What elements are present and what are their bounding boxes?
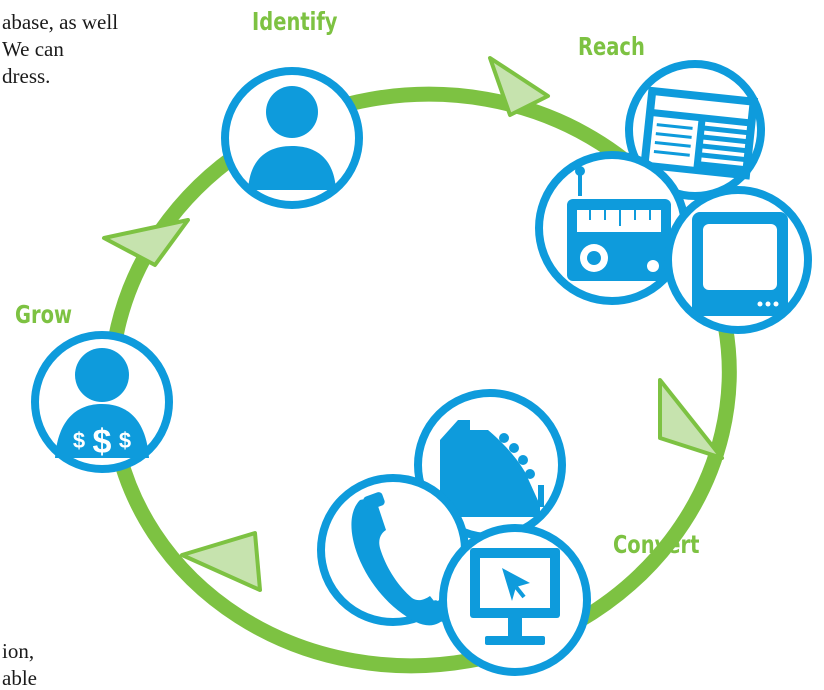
stage-label-reach: Reach bbox=[578, 32, 645, 61]
money-glyph-right: $ bbox=[119, 428, 131, 453]
arrow-left bbox=[102, 218, 190, 267]
text-fragment-bottom-1: ion, bbox=[2, 639, 35, 663]
tv-icon bbox=[664, 186, 812, 334]
computer-click-icon bbox=[439, 524, 591, 676]
text-fragment-top-1: abase, as well bbox=[2, 10, 119, 34]
radio-icon bbox=[535, 151, 689, 305]
stage-label-grow: Grow bbox=[15, 300, 73, 329]
stage-label-convert: Convert bbox=[613, 530, 700, 559]
arrow-top-right bbox=[488, 56, 550, 117]
text-fragment-top-3: dress. bbox=[2, 64, 51, 88]
money-glyph-left: $ bbox=[73, 428, 85, 453]
cash-register-icon bbox=[414, 389, 566, 541]
identify-person-icon bbox=[221, 67, 363, 209]
money-glyph-center: $ bbox=[93, 423, 112, 461]
arrow-right bbox=[658, 378, 724, 460]
newspaper-icon bbox=[625, 60, 765, 200]
grow-person-money-icon: $ $ $ bbox=[31, 331, 173, 473]
arrow-bottom bbox=[180, 531, 262, 592]
cycle-arrows bbox=[102, 56, 724, 592]
text-fragment-top-2: We can bbox=[2, 37, 64, 61]
stage-label-identify: Identify bbox=[252, 7, 338, 36]
text-fragment-bottom-2: able bbox=[2, 666, 37, 690]
